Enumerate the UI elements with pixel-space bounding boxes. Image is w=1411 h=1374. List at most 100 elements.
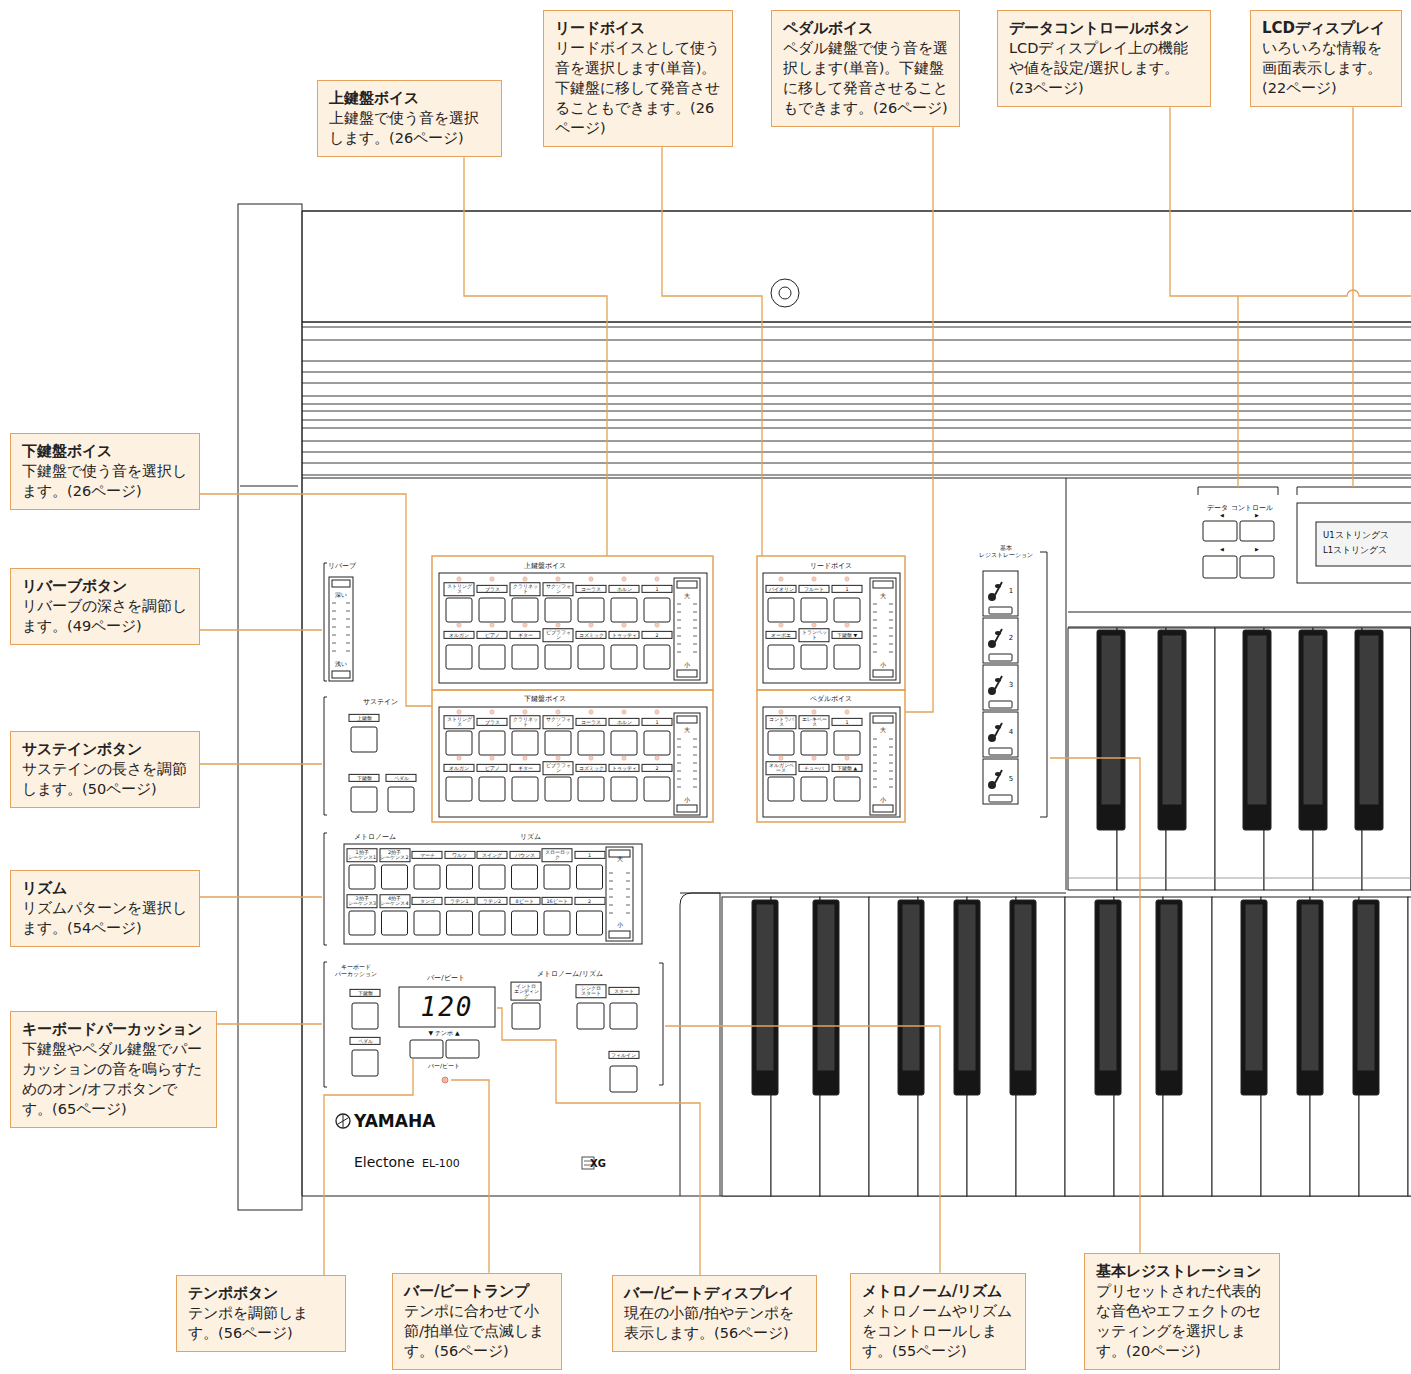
panel-button xyxy=(545,645,571,669)
panel-button xyxy=(512,645,538,669)
button-label: ビブラフォン xyxy=(543,761,574,775)
panel-button xyxy=(610,1003,637,1029)
led xyxy=(490,623,494,627)
black-key xyxy=(1243,630,1271,830)
panel-button xyxy=(768,731,794,755)
registration-icon xyxy=(995,629,1002,642)
slider-tick xyxy=(889,787,893,788)
callout-heading: バー/ビートディスプレイ xyxy=(624,1283,806,1303)
panel-button xyxy=(352,1050,378,1076)
panel-label: 小 xyxy=(617,922,623,929)
button-label: クラリネット xyxy=(510,715,541,729)
slider-tick xyxy=(346,627,350,628)
music-rest-line xyxy=(302,411,1411,412)
callout-text: メトロノームやリズムをコントロールします。(55ページ) xyxy=(862,1301,1015,1361)
panel-button xyxy=(801,645,827,669)
button-label: エレキベース xyxy=(799,715,830,729)
screw xyxy=(779,287,791,299)
black-key xyxy=(1158,630,1186,830)
volume-slider xyxy=(870,578,896,680)
led xyxy=(845,623,849,627)
leader-line xyxy=(1050,758,1140,1253)
panel-button xyxy=(677,581,697,588)
panel-label: ◀ xyxy=(1220,513,1224,519)
panel-button xyxy=(479,598,505,622)
panel-button xyxy=(544,865,570,889)
slider-tick xyxy=(873,612,877,613)
panel-label: U1ストリングス xyxy=(1323,531,1389,540)
music-rest-line xyxy=(302,475,1411,476)
callout-box: ペダルボイスペダル鍵盤で使う音を選択します(単音)。下鍵盤に移して発音させること… xyxy=(771,10,960,127)
led xyxy=(556,710,560,714)
callout-box: リズムリズムパターンを選択します。(54ページ) xyxy=(10,870,200,947)
registration-cell xyxy=(983,665,1018,710)
panel-button xyxy=(834,777,860,801)
registration-icon xyxy=(995,582,1002,595)
button-label: ストリングス xyxy=(444,582,475,596)
leader-line xyxy=(665,1026,940,1273)
callout-text: いろいろな情報を画面表示します。(22ページ) xyxy=(1262,38,1391,98)
black-key-bevel xyxy=(1360,636,1378,804)
button-label: シンクロ スタート xyxy=(575,984,606,998)
body-line xyxy=(680,893,1066,894)
panel-button xyxy=(351,787,377,812)
panel-outline xyxy=(439,573,707,683)
panel-label: リズム xyxy=(520,834,541,842)
panel-label: 1 xyxy=(1009,588,1013,596)
panel-button xyxy=(609,931,630,938)
panel-button xyxy=(610,1066,637,1092)
body-line xyxy=(240,486,298,487)
button-label: ピアノ xyxy=(477,631,508,639)
volume-slider xyxy=(674,713,700,815)
panel-button xyxy=(989,795,1012,802)
registration-cell xyxy=(983,618,1018,663)
panel-label: リバーブ xyxy=(328,563,356,571)
body-line xyxy=(1066,478,1067,890)
button-label: 2 xyxy=(642,764,673,772)
white-key xyxy=(1016,897,1065,1196)
slider-tick xyxy=(677,612,681,613)
led xyxy=(622,623,626,627)
black-key xyxy=(1297,900,1323,1095)
lcd-housing xyxy=(1297,503,1411,583)
panel-button xyxy=(446,777,472,801)
slider-tick xyxy=(677,771,681,772)
black-key xyxy=(1010,900,1036,1095)
panel-label: 深い xyxy=(335,592,347,599)
led xyxy=(589,756,593,760)
callout-text: サステインの長さを調節します。(50ページ) xyxy=(22,759,189,799)
led xyxy=(589,577,593,581)
black-key-bevel xyxy=(1304,636,1322,804)
panel-button xyxy=(332,580,350,587)
callout-heading: データコントロールボタン xyxy=(1009,18,1200,38)
slider-tick xyxy=(677,652,681,653)
callout-text: ペダル鍵盤で使う音を選択します(単音)。下鍵盤に移して発音させることもできます。… xyxy=(783,38,949,118)
led xyxy=(655,710,659,714)
slider-tick xyxy=(346,643,350,644)
button-label: スタート xyxy=(608,987,639,995)
panel-label: EL-100 xyxy=(422,1158,460,1170)
black-key-bevel xyxy=(1248,636,1266,804)
slider-tick xyxy=(332,603,336,604)
registration-cell xyxy=(983,759,1018,804)
button-label: ワルツ xyxy=(444,851,475,859)
yamaha-emblem xyxy=(336,1114,350,1128)
button-label: イントロ エンディング xyxy=(511,982,542,1001)
panel-button xyxy=(873,581,893,588)
black-key xyxy=(1097,630,1125,830)
music-rest-line xyxy=(302,441,1411,442)
slider-tick xyxy=(873,771,877,772)
panel-button xyxy=(578,598,604,622)
body-line xyxy=(302,211,303,1196)
registration-icon xyxy=(995,725,1001,729)
registration-cell xyxy=(983,712,1018,757)
panel-button xyxy=(349,865,375,889)
music-rest-line xyxy=(302,361,1411,362)
callout-heading: ペダルボイス xyxy=(783,18,949,38)
slider-tick xyxy=(332,619,336,620)
callout-text: LCDディスプレイ上の機能や値を設定/選択します。(23ページ) xyxy=(1009,38,1200,98)
panel-outline xyxy=(344,844,642,944)
slider-tick xyxy=(693,747,697,748)
black-key-bevel xyxy=(1246,905,1262,1070)
